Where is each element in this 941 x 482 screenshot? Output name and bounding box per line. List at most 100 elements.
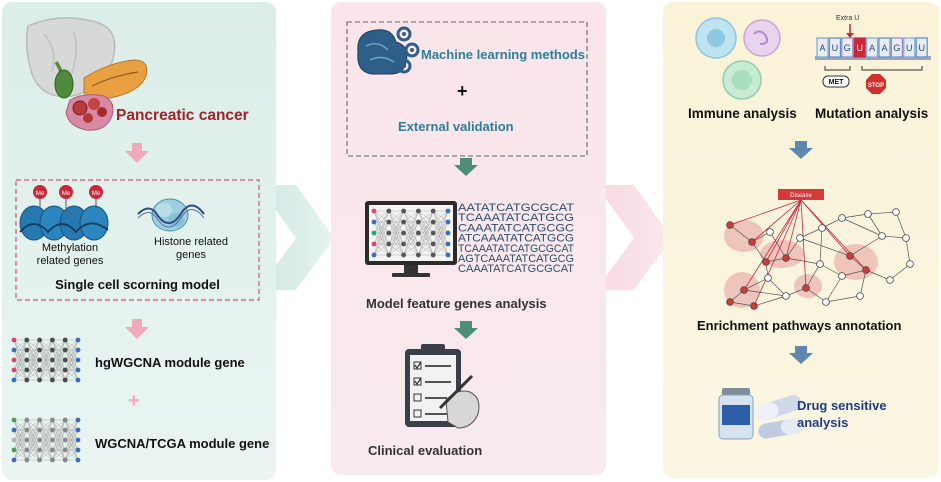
- methylation-label-line-2: related genes: [36, 255, 104, 267]
- methyl-badge-text: Me: [62, 191, 71, 197]
- drug-bottle-icon: [718, 388, 804, 440]
- methylation-label-line-1: Methylation: [41, 242, 99, 254]
- network-node: [445, 241, 451, 247]
- network-node: [75, 427, 81, 433]
- ml-methods-label: Machine learning methods: [421, 47, 585, 62]
- methyl-badge-text: Me: [92, 191, 101, 197]
- down-arrow-icon: [789, 141, 813, 159]
- methylation-label: Methylation related genes: [30, 242, 110, 268]
- graph-node: [864, 210, 872, 218]
- methyl-badge-text: Me: [36, 191, 45, 197]
- network-node: [50, 457, 55, 463]
- monitor-neural-network-icon: [365, 201, 457, 277]
- network-node: [401, 219, 406, 225]
- network-node: [50, 357, 55, 363]
- network-node: [11, 367, 17, 373]
- network-node: [416, 208, 421, 214]
- network-node: [62, 347, 68, 353]
- network-node: [62, 377, 68, 383]
- graph-node: [892, 208, 900, 216]
- network-node: [11, 447, 17, 453]
- network-node: [386, 219, 392, 225]
- codon-letter: G: [844, 43, 851, 53]
- ml-methods-box: [346, 21, 588, 157]
- network-node: [11, 357, 17, 363]
- codon-letter: G: [893, 43, 900, 53]
- codon-letter: A: [869, 43, 875, 53]
- codon-letter: A: [819, 43, 825, 53]
- graph-node: [906, 260, 914, 268]
- network-node: [62, 417, 68, 423]
- network-node: [386, 241, 392, 247]
- sequence-line: CAAATATCATGCGCAT: [458, 263, 574, 275]
- disease-badge: [778, 189, 824, 200]
- brain-gears-icon: [357, 26, 420, 75]
- network-node: [50, 427, 55, 433]
- network-node: [11, 457, 17, 463]
- network-node: [75, 337, 81, 343]
- codon-letter: U: [832, 43, 839, 53]
- graph-node: [862, 266, 870, 274]
- codon-block: [915, 37, 928, 58]
- extra-u-label: Extra U: [836, 15, 859, 22]
- dna-sequence-text: AATATCATGCGCATTCAAATATCATGCGCAAATATCATGC…: [458, 202, 574, 275]
- codon-block: [816, 37, 829, 58]
- network-node: [430, 252, 436, 258]
- sequence-line: ATCAAATATCATGCG: [458, 233, 574, 245]
- sequence-line: AGTCAAATATCATGCG: [458, 253, 574, 265]
- graph-node: [878, 232, 886, 240]
- network-node: [37, 457, 42, 463]
- network-node: [11, 347, 17, 353]
- network-node: [430, 219, 436, 225]
- graph-node: [726, 221, 734, 229]
- codon-block: [828, 37, 842, 58]
- sequence-line: CAAATATCATGCGC: [458, 222, 574, 234]
- network-node: [386, 252, 392, 258]
- network-node: [37, 447, 42, 453]
- network-node: [445, 208, 451, 214]
- hgwgcna-network-icon: [11, 337, 81, 383]
- network-node: [24, 447, 30, 453]
- external-validation-label: External validation: [398, 119, 514, 134]
- network-node: [75, 367, 81, 373]
- graph-node: [762, 258, 770, 266]
- disease-network-icon: [724, 199, 914, 310]
- network-node: [24, 337, 30, 343]
- plus-sign: +: [128, 390, 140, 412]
- graph-node: [748, 238, 756, 246]
- graph-node: [902, 234, 910, 242]
- wgcna-network-icon: [11, 417, 81, 463]
- graph-node: [822, 298, 830, 306]
- pancreas-illustration: [25, 17, 148, 131]
- scoring-model-box: [15, 179, 260, 301]
- network-node: [11, 437, 17, 443]
- methylation-nucleosome-icon: Me Me Me: [19, 185, 109, 241]
- down-arrow-icon: [125, 143, 149, 163]
- down-arrow-icon: [125, 319, 149, 339]
- graph-node: [856, 292, 864, 300]
- chevron-arrow-2: [596, 185, 672, 290]
- network-node: [75, 357, 81, 363]
- network-node: [50, 447, 55, 453]
- network-node: [416, 241, 421, 247]
- codon-letter: U: [856, 43, 863, 53]
- graph-node: [740, 286, 748, 294]
- network-node: [50, 347, 55, 353]
- graph-node: [886, 276, 894, 284]
- sequence-line: TCAAATATCATGCGCAT: [458, 243, 574, 255]
- graph-node: [818, 224, 826, 232]
- network-node: [371, 252, 377, 258]
- network-node: [371, 208, 377, 214]
- network-node: [11, 427, 17, 433]
- graph-node: [846, 252, 854, 260]
- network-node: [11, 337, 17, 343]
- graph-node: [816, 260, 824, 268]
- down-arrow-icon: [454, 321, 478, 339]
- network-node: [445, 230, 451, 236]
- network-node: [371, 230, 377, 236]
- codon-block: [878, 37, 891, 58]
- network-node: [401, 230, 406, 236]
- disease-label: Disease: [790, 193, 812, 199]
